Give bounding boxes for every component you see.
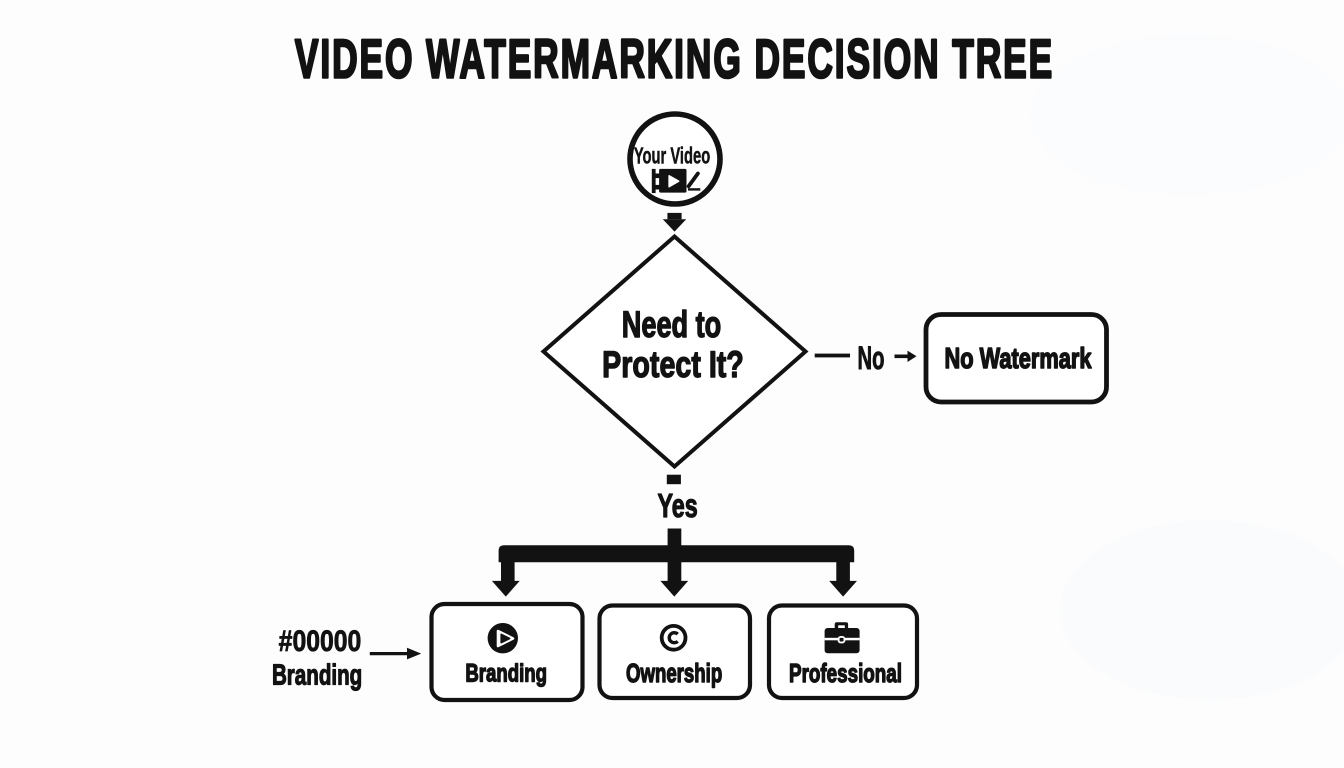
svg-text:Professional: Professional [789, 658, 902, 688]
svg-text:Your Video: Your Video [634, 145, 711, 170]
svg-text:No: No [858, 340, 885, 376]
svg-text:#00000: #00000 [279, 624, 362, 658]
svg-text:No Watermark: No Watermark [945, 343, 1093, 375]
svg-text:Branding: Branding [272, 659, 362, 691]
svg-text:Ownership: Ownership [626, 659, 722, 688]
svg-text:Yes: Yes [657, 488, 697, 525]
svg-text:Protect It?: Protect It? [602, 345, 744, 387]
svg-text:VIDEO WATERMARKING DECISION TR: VIDEO WATERMARKING DECISION TREE [295, 27, 1054, 89]
svg-text:Need to: Need to [622, 303, 722, 345]
svg-text:Branding: Branding [465, 659, 547, 687]
